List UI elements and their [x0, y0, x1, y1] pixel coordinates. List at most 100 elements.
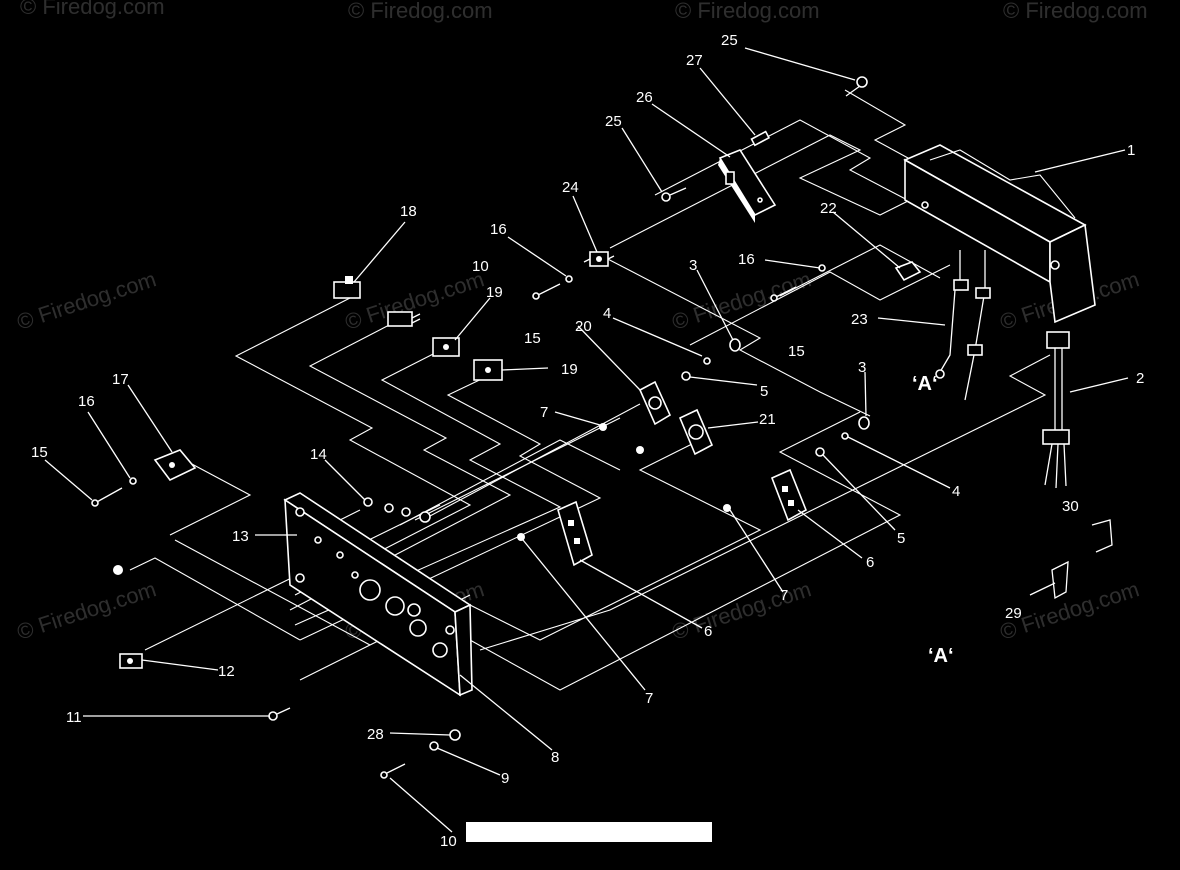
callout-28: 28: [367, 726, 384, 743]
receptacle: [638, 380, 672, 426]
callout-5: 5: [897, 530, 905, 547]
callout-25: 25: [721, 32, 738, 49]
callout-1: 1: [1127, 142, 1135, 159]
nut: [401, 507, 411, 517]
nut: [703, 357, 711, 365]
callout-3: 3: [689, 257, 697, 274]
bracket: [153, 449, 197, 482]
washer: [429, 741, 439, 751]
callout-21: 21: [759, 411, 776, 428]
callout-17: 17: [112, 371, 129, 388]
parts: [91, 76, 1113, 842]
watermark-text: © Firedog.com: [669, 266, 814, 334]
control-panel: [283, 492, 473, 697]
nut: [113, 565, 123, 575]
detail-a-label: ‘A‘: [912, 373, 938, 395]
watermark-text: © Firedog.com: [20, 0, 165, 19]
callout-16: 16: [490, 221, 507, 238]
watermark-text: © Firedog.com: [1003, 0, 1148, 23]
callout-7: 7: [645, 690, 653, 707]
terminal: [1091, 519, 1113, 553]
screw: [532, 283, 561, 300]
terminal-strip: [583, 251, 615, 267]
callout-10: 10: [440, 833, 457, 850]
terminal: [1051, 560, 1069, 600]
toggle-switch: [333, 276, 361, 299]
callout-7: 7: [540, 404, 548, 421]
watermark-text: © Firedog.com: [669, 576, 814, 644]
switch: [432, 337, 460, 357]
switch: [387, 311, 421, 327]
control-box-housing: [903, 144, 1096, 324]
callout-2: 2: [1136, 370, 1144, 387]
washer: [858, 416, 870, 430]
callout-11: 11: [66, 709, 82, 726]
nut: [815, 447, 825, 457]
nut: [636, 446, 644, 454]
callout-20: 20: [575, 318, 592, 335]
callout-24: 24: [562, 179, 579, 196]
washer: [729, 338, 741, 352]
washer: [565, 275, 573, 283]
nut: [363, 497, 373, 507]
callout-5: 5: [760, 383, 768, 400]
nut: [449, 729, 461, 741]
switch: [473, 359, 503, 381]
nut: [723, 504, 731, 512]
callout-22: 22: [820, 200, 837, 217]
callout-18: 18: [400, 203, 417, 220]
watermark-text: © Firedog.com: [348, 0, 493, 23]
callout-27: 27: [686, 52, 703, 69]
screw: [845, 76, 868, 97]
detail-a-label: ‘A‘: [928, 645, 954, 667]
internal-leads: [935, 250, 991, 401]
callout-labels: 1 2 3 3 4 4 5 5 6 6 7 7 7 8 9 10 10 11 1…: [31, 32, 1144, 850]
callout-15: 15: [31, 444, 48, 461]
screw: [91, 487, 123, 507]
callout-8: 8: [551, 749, 559, 766]
watermark-text: © Firedog.com: [14, 266, 159, 334]
callout-16: 16: [738, 251, 755, 268]
spacer: [750, 130, 771, 147]
duplex-outlet: [770, 468, 808, 522]
callout-16: 16: [78, 393, 95, 410]
nut: [841, 432, 849, 440]
callout-10: 10: [472, 258, 489, 275]
callout-4: 4: [603, 305, 611, 322]
callout-26: 26: [636, 89, 653, 106]
screw: [380, 763, 406, 779]
clip: [894, 261, 922, 282]
callout-25: 25: [605, 113, 622, 130]
power-cord: [1042, 331, 1070, 489]
callout-14: 14: [310, 446, 327, 463]
indicator-lamp: [119, 653, 143, 669]
watermark-text: © Firedog.com: [14, 576, 159, 644]
callout-7: 7: [780, 587, 788, 604]
nut: [384, 503, 394, 513]
callout-29: 29: [1005, 605, 1022, 622]
screw: [661, 187, 687, 202]
nut: [419, 511, 431, 523]
watermark-text: © Firedog.com: [342, 266, 487, 334]
callout-6: 6: [704, 623, 712, 640]
nut: [517, 533, 525, 541]
callout-6: 6: [866, 554, 874, 571]
receptacle: [678, 408, 714, 456]
duplex-outlet: [557, 500, 593, 567]
washer: [129, 477, 137, 485]
callout-19: 19: [561, 361, 578, 378]
leader-lines: [44, 47, 1129, 833]
callout-19: 19: [486, 284, 503, 301]
nut: [599, 423, 607, 431]
callout-15: 15: [524, 330, 541, 347]
callout-3: 3: [858, 359, 866, 376]
nut: [681, 371, 691, 381]
screw: [268, 707, 291, 721]
callout-23: 23: [851, 311, 868, 328]
callout-12: 12: [218, 663, 235, 680]
watermark-text: © Firedog.com: [675, 0, 820, 23]
callout-13: 13: [232, 528, 249, 545]
callout-4: 4: [952, 483, 960, 500]
callout-15: 15: [788, 343, 805, 360]
